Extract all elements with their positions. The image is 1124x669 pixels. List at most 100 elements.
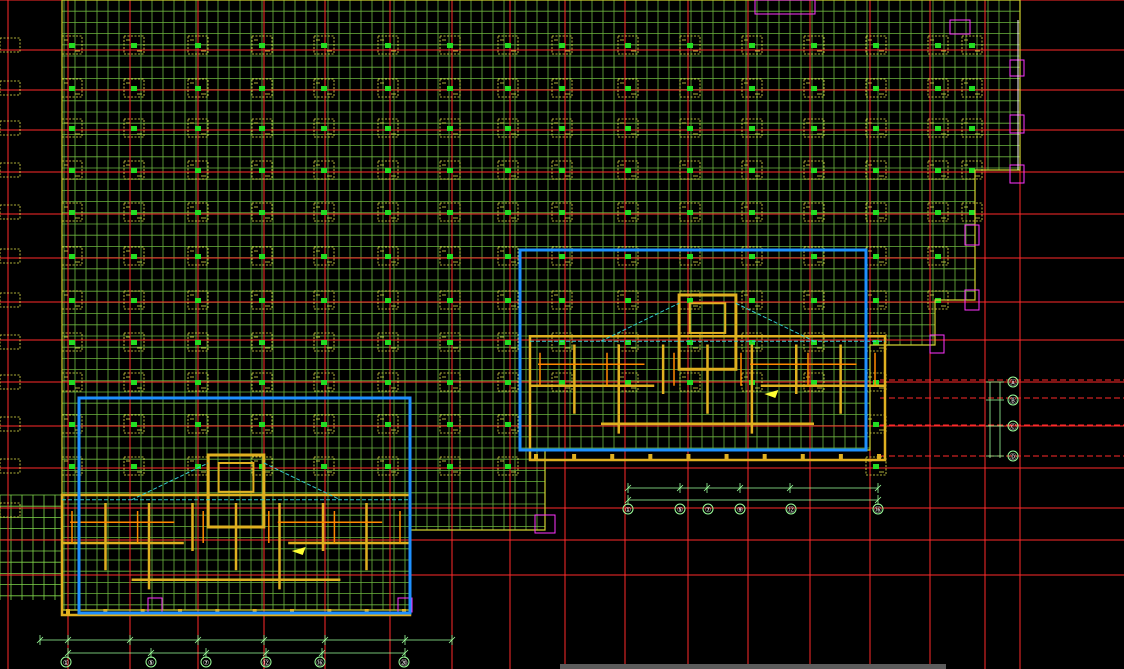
pile-cap (61, 290, 83, 310)
pile-cap (439, 118, 461, 138)
pile-cap (377, 246, 399, 266)
svg-text:Ⓑ: Ⓑ (1010, 397, 1017, 405)
svg-text:⑨: ⑨ (737, 506, 743, 514)
edge-detail (964, 224, 980, 246)
eave-lines (62, 462, 410, 501)
pile-cap (497, 160, 519, 180)
pile-cap (617, 202, 639, 222)
svg-text:⑦: ⑦ (705, 506, 711, 514)
pile-cap (617, 78, 639, 98)
pile-cap (497, 35, 519, 55)
pile-cap (551, 372, 573, 392)
pile-cap (313, 456, 335, 476)
svg-text:⑦: ⑦ (203, 659, 209, 667)
pile-cap (251, 456, 273, 476)
pile-cap (187, 202, 209, 222)
pile-cap (251, 332, 273, 352)
axis-bubble-bottom-b: ⑦ (702, 503, 714, 515)
pile-cap (187, 35, 209, 55)
svg-text:⑯: ⑯ (317, 659, 324, 667)
pile-cap (679, 202, 701, 222)
pile-cap (741, 202, 763, 222)
pile-cap (123, 118, 145, 138)
pile-cap (497, 290, 519, 310)
pile-cap (123, 246, 145, 266)
pile-cap (377, 414, 399, 434)
pile-cap (551, 78, 573, 98)
pile-cap (803, 202, 825, 222)
pile-cap (551, 35, 573, 55)
pile-cap (551, 160, 573, 180)
pile-cap (927, 160, 949, 180)
pile-cap (865, 118, 887, 138)
pile-cap (865, 202, 887, 222)
pile-cap (803, 35, 825, 55)
pile-cap (617, 160, 639, 180)
left-edge-marker (0, 502, 21, 518)
pile-cap (865, 290, 887, 310)
pile-cap (803, 160, 825, 180)
edge-detail (929, 334, 945, 354)
pile-cap (187, 290, 209, 310)
pile-cap (865, 35, 887, 55)
partition-walls (530, 344, 885, 434)
stair-core (217, 462, 255, 493)
pile-cap (679, 160, 701, 180)
left-edge-marker (0, 416, 21, 432)
axis-bubble-bottom-b: ⑤ (674, 503, 686, 515)
pile-cap (123, 78, 145, 98)
edge-detail (1009, 59, 1025, 77)
horizontal-scrollbar[interactable] (560, 664, 946, 669)
axis-bubble-right: Ⓐ (1007, 376, 1019, 388)
pile-cap (313, 118, 335, 138)
pile-cap (927, 246, 949, 266)
axis-bubble-bottom-b: ⑫ (785, 503, 797, 515)
pile-cap (313, 290, 335, 310)
column (724, 454, 729, 460)
axis-bubble-bottom-b: ① (622, 503, 634, 515)
pile-cap (497, 246, 519, 266)
pile-cap (439, 202, 461, 222)
edge-detail (534, 514, 556, 534)
pile-cap (741, 160, 763, 180)
edge-detail (1009, 164, 1025, 184)
pile-cap (61, 246, 83, 266)
pile-cap (497, 414, 519, 434)
outer-wall (528, 335, 887, 462)
pile-cap (187, 372, 209, 392)
pile-cap (439, 456, 461, 476)
edge-detail (949, 19, 971, 35)
dimension-row-b-2 (624, 495, 882, 505)
inner-lines (538, 352, 876, 386)
pile-cap (617, 290, 639, 310)
pile-caps (61, 35, 983, 476)
svg-text:⑤: ⑤ (677, 506, 683, 514)
stair-core (688, 302, 727, 334)
pile-cap (439, 332, 461, 352)
svg-text:⑫: ⑫ (788, 506, 795, 514)
pile-cap (377, 372, 399, 392)
pile-cap (251, 414, 273, 434)
pile-cap (187, 246, 209, 266)
pile-cap (377, 202, 399, 222)
pile-cap (803, 118, 825, 138)
column (838, 454, 843, 460)
pile-cap (251, 78, 273, 98)
pile-cap (313, 246, 335, 266)
pile-cap (313, 78, 335, 98)
building-a-walls (60, 453, 412, 617)
pile-cap (313, 414, 335, 434)
pile-cap (679, 118, 701, 138)
pile-cap (865, 78, 887, 98)
pile-cap (803, 78, 825, 98)
pile-cap (187, 160, 209, 180)
axis-bubble-bottom-a: ⑯ (314, 656, 326, 668)
axis-bubble-right: Ⓑ (1007, 394, 1019, 406)
axis-bubble-bottom-b: ⑨ (734, 503, 746, 515)
dimension-lines (36, 381, 1004, 658)
pile-cap (617, 35, 639, 55)
pile-cap (251, 160, 273, 180)
pile-cap (377, 290, 399, 310)
